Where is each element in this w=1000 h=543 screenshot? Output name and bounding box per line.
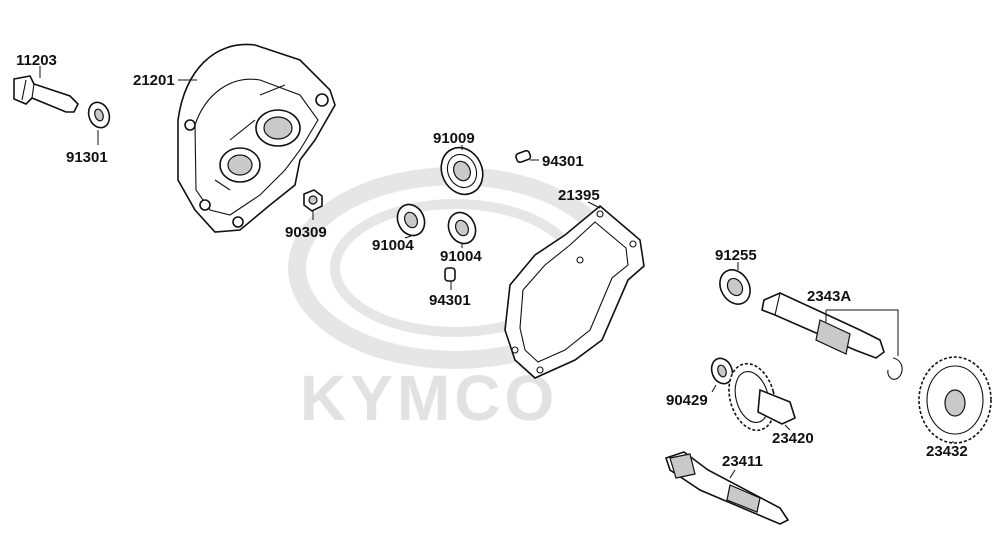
label-94301-lower: 94301 [429,292,471,309]
part-91255-oil-seal[interactable] [714,264,756,309]
label-90429: 90429 [666,392,708,409]
label-23411: 23411 [722,453,763,470]
circlip[interactable] [887,357,903,380]
part-91004-bearing-right[interactable] [443,208,480,248]
part-23420-gear[interactable] [722,358,796,435]
label-11203: 11203 [16,52,57,69]
part-23411-shaft[interactable] [664,451,790,525]
watermark-text: KYMCO [300,362,558,434]
leader-lines [39,66,954,479]
label-23420: 23420 [772,430,814,447]
label-91004-left: 91004 [372,237,414,254]
label-91004-right: 91004 [440,248,482,265]
part-23432-gear[interactable] [918,356,992,444]
part-91004-bearing-left[interactable] [392,200,429,240]
label-21201: 21201 [133,72,175,89]
label-91255: 91255 [715,247,757,264]
bracket-2343A [825,309,899,356]
part-11203-bolt[interactable] [13,75,79,113]
part-94301-pin-lower[interactable] [444,267,456,282]
label-21395: 21395 [558,187,600,204]
label-91009: 91009 [433,130,475,147]
label-91301: 91301 [66,149,108,166]
label-90309: 90309 [285,224,327,241]
part-21395-gasket[interactable] [504,204,645,379]
part-90309-nut[interactable] [303,189,323,212]
label-94301-upper: 94301 [542,153,584,170]
label-23432: 23432 [926,443,968,460]
part-91301-washer[interactable] [85,99,113,130]
part-21201-transmission-cover[interactable] [177,43,336,233]
part-94301-pin-upper[interactable] [515,149,532,164]
part-labels: 11203 91301 21201 90309 91009 94301 9100… [16,52,968,470]
part-2343A-drive-shaft[interactable] [761,292,885,359]
part-90429-washer[interactable] [708,355,736,386]
part-91009-bearing[interactable] [434,141,491,201]
label-2343A: 2343A [807,288,851,305]
